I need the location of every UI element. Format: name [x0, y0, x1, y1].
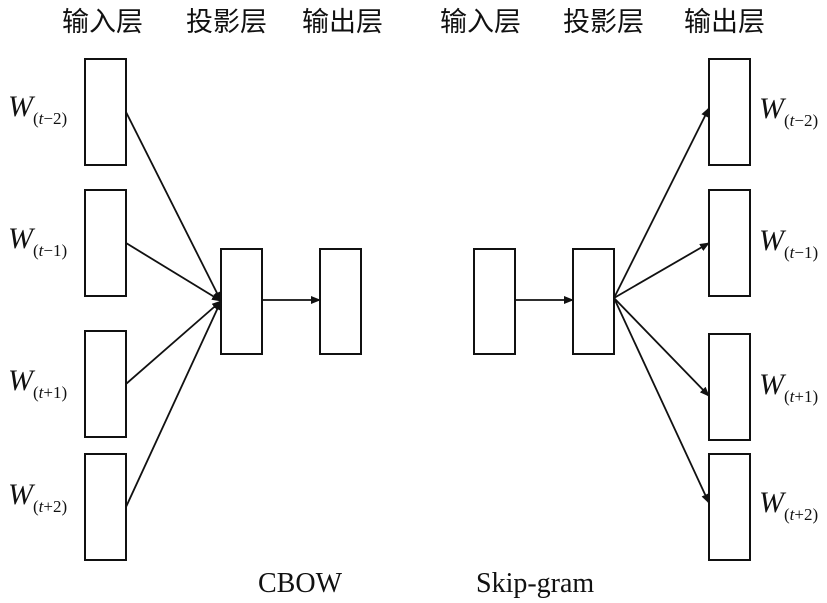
cbow-projection-layer-header: 投影层	[186, 7, 267, 38]
skipgram-label-t-minus-1: W(t−1)	[759, 224, 818, 262]
cbow-input-box-t-plus-1	[84, 330, 127, 438]
cbow-projection-box	[220, 248, 263, 355]
skipgram-output-box-t-plus-1	[708, 333, 751, 441]
skipgram-edge-t-minus-1	[613, 242, 710, 299]
cbow-label-t-plus-2: W(t+2)	[8, 478, 67, 516]
skipgram-label-t-minus-2: W(t−2)	[759, 92, 818, 130]
cbow-output-layer-header: 输出层	[302, 7, 383, 38]
skipgram-output-box-t-minus-2	[708, 58, 751, 166]
cbow-label-t-plus-1: W(t+1)	[8, 364, 67, 402]
skipgram-label-t-plus-2: W(t+2)	[759, 486, 818, 524]
cbow-output-box	[319, 248, 362, 355]
skipgram-projection-box	[572, 248, 615, 355]
cbow-input-box-t-minus-2	[84, 58, 127, 166]
cbow-input-box-t-plus-2	[84, 453, 127, 561]
cbow-edge-t-minus-2	[125, 111, 222, 302]
cbow-label-t-minus-2: W(t−2)	[8, 90, 67, 128]
skipgram-output-box-t-plus-2	[708, 453, 751, 561]
skipgram-input-box	[473, 248, 516, 355]
cbow-edge-t-minus-1	[125, 242, 222, 302]
cbow-caption: CBOW	[258, 568, 343, 599]
skipgram-edge-t-plus-2	[613, 297, 710, 504]
cbow-label-t-minus-1: W(t−1)	[8, 222, 67, 260]
skipgram-label-t-plus-1: W(t+1)	[759, 368, 818, 406]
skipgram-projection-layer-header: 投影层	[563, 7, 644, 38]
cbow-input-box-t-minus-1	[84, 189, 127, 297]
cbow-input-layer-header: 输入层	[62, 7, 143, 38]
skipgram-output-layer-header: 输出层	[684, 7, 765, 38]
cbow-edge-t-plus-1	[125, 300, 222, 385]
cbow-edge-t-plus-2	[125, 300, 222, 508]
skipgram-input-layer-header: 输入层	[440, 7, 521, 38]
skipgram-caption: Skip-gram	[476, 568, 594, 599]
skipgram-edge-t-minus-2	[613, 107, 710, 299]
skipgram-edge-t-plus-1	[613, 297, 710, 397]
skipgram-output-box-t-minus-1	[708, 189, 751, 297]
